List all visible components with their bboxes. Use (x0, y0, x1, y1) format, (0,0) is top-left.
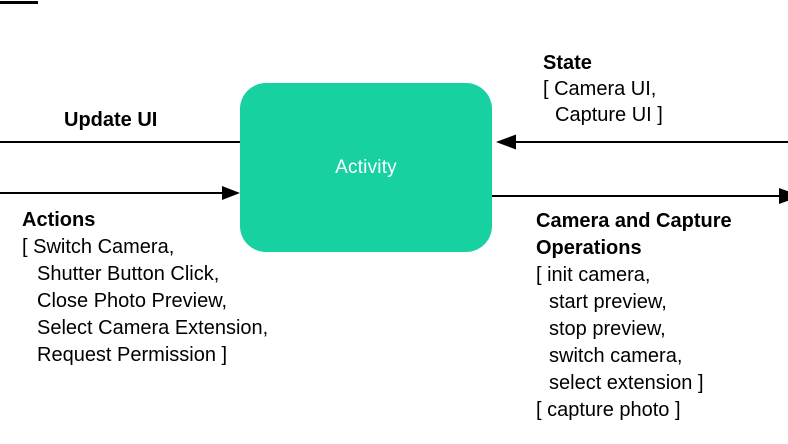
actions-line: Request Permission ] (37, 344, 228, 366)
actions-arrowhead (222, 186, 240, 200)
actions-line: Select Camera Extension, (37, 317, 269, 339)
activity-box: Activity (240, 83, 492, 252)
camera-ops-arrowhead (779, 188, 788, 204)
activity-box-label: Activity (335, 156, 397, 178)
camera-ops-line: switch camera, (549, 345, 683, 367)
state-arrowhead (496, 134, 516, 150)
state-heading: State (543, 52, 592, 74)
actions-heading: Actions (22, 209, 96, 231)
camera-ops-line: stop preview, (549, 318, 666, 340)
camera-ops-line: start preview, (549, 291, 667, 313)
camera-ops-line: [ capture photo ] (536, 399, 681, 421)
camera-ops-line: select extension ] (549, 372, 704, 394)
actions-line: [ Switch Camera, (22, 236, 175, 258)
actions-line: Shutter Button Click, (37, 263, 220, 285)
state-line: Capture UI ] (555, 104, 663, 126)
camera-ops-line: [ init camera, (536, 264, 651, 286)
state-line: [ Camera UI, (543, 78, 657, 100)
state-label-block: State [ Camera UI, Capture UI ] (543, 50, 663, 128)
update-ui-label: Update UI (64, 109, 158, 131)
top-left-line-fragment (0, 1, 38, 4)
actions-line: Close Photo Preview, (37, 290, 228, 312)
actions-label-block: Actions [ Switch Camera, Shutter Button … (22, 207, 268, 369)
camera-ops-label-block: Camera and Capture Operations [ init cam… (536, 208, 732, 424)
camera-ops-heading: Camera and Capture (536, 210, 732, 232)
camera-ops-heading: Operations (536, 237, 642, 259)
